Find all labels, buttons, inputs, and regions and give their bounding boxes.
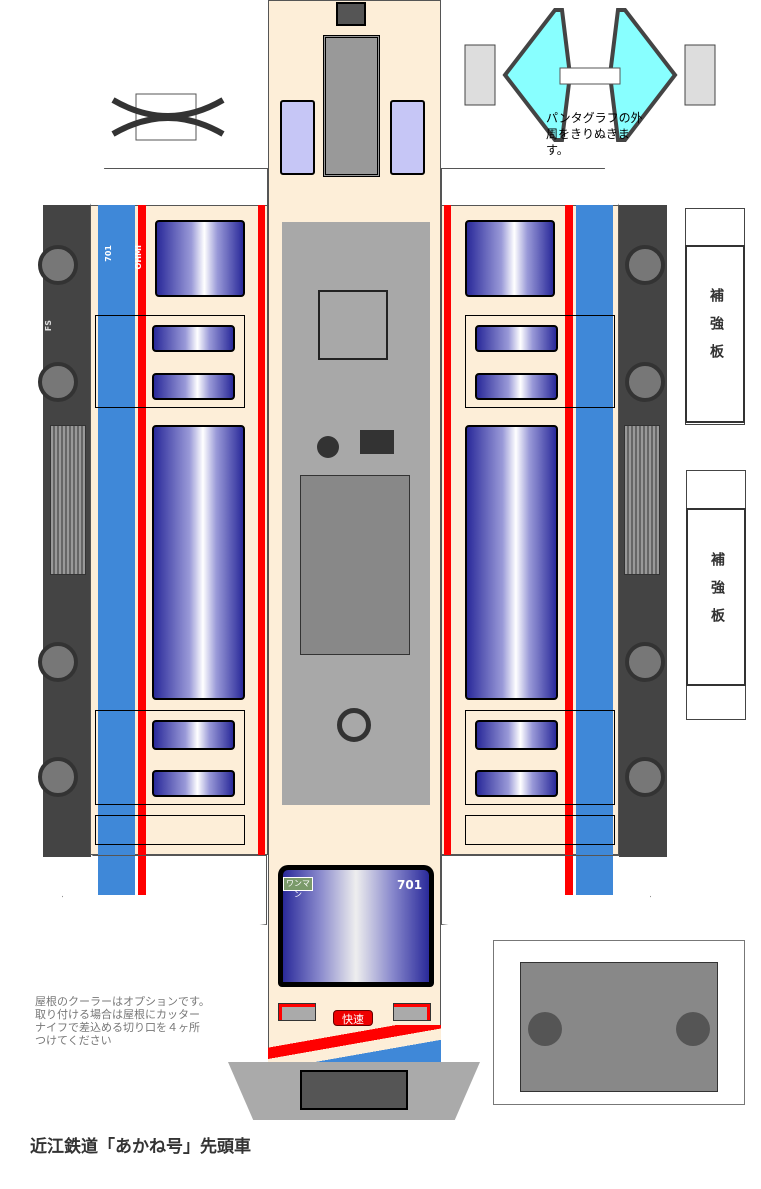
pantograph-shoe-right bbox=[684, 44, 716, 106]
headlight-left bbox=[278, 1003, 316, 1021]
bogie-label: FS bbox=[44, 320, 53, 332]
door-frame bbox=[95, 315, 245, 408]
wheel bbox=[625, 245, 665, 285]
red-stripe bbox=[565, 205, 573, 895]
coupler-top bbox=[336, 2, 366, 26]
door-window bbox=[152, 325, 235, 352]
side-window bbox=[155, 220, 245, 297]
roof-box bbox=[360, 430, 394, 454]
headlight-right bbox=[393, 1003, 431, 1021]
pantograph-base bbox=[318, 290, 388, 360]
door-window bbox=[475, 325, 558, 352]
cooler-fan bbox=[676, 1012, 710, 1046]
reinforcement-board bbox=[686, 508, 746, 686]
door-frame bbox=[465, 710, 615, 805]
car-number-side: 701 bbox=[104, 245, 113, 262]
pantograph-shoe-left bbox=[464, 44, 496, 106]
door-frame bbox=[95, 710, 245, 805]
blue-stripe bbox=[576, 205, 613, 895]
left-tab bbox=[90, 168, 268, 206]
cooler-base bbox=[300, 475, 410, 655]
right-tab bbox=[441, 168, 619, 206]
pantograph-diagram bbox=[464, 8, 716, 142]
door-window bbox=[152, 373, 235, 400]
vent-ring bbox=[337, 708, 371, 742]
red-stripe bbox=[138, 205, 146, 895]
wheel bbox=[38, 362, 78, 402]
door-window bbox=[475, 770, 558, 797]
wheel bbox=[38, 757, 78, 797]
blue-stripe bbox=[98, 205, 135, 895]
door-window bbox=[475, 373, 558, 400]
pantograph-note: パンタグラフの外周をきりぬきます。 bbox=[546, 111, 643, 157]
door-window bbox=[475, 720, 558, 750]
wheel bbox=[38, 245, 78, 285]
reinforcement-label: 補強板 bbox=[708, 288, 724, 372]
wheel bbox=[625, 642, 665, 682]
equipment-box bbox=[50, 425, 86, 575]
page-title: 近江鉄道「あかね号」先頭車 bbox=[30, 1137, 251, 1157]
roof-window-left bbox=[280, 100, 315, 175]
pantograph-bar bbox=[559, 67, 621, 85]
coupler-bottom bbox=[300, 1070, 408, 1110]
equipment-box bbox=[624, 425, 660, 575]
side-window-large bbox=[152, 425, 245, 700]
left-end-tab bbox=[62, 855, 267, 925]
door-window bbox=[152, 720, 235, 750]
door-frame bbox=[465, 315, 615, 408]
pantograph-arm-part bbox=[111, 93, 225, 141]
service-sign: 快速 bbox=[333, 1010, 373, 1026]
door-frame bbox=[465, 815, 615, 845]
wheel bbox=[38, 642, 78, 682]
door-window bbox=[152, 770, 235, 797]
instruction-line: 屋根のクーラーはオプションです。 bbox=[35, 995, 210, 1008]
roof-window-right bbox=[390, 100, 425, 175]
side-window-large bbox=[465, 425, 558, 700]
reinforcement-label: 補強板 bbox=[709, 552, 725, 636]
instructions: 屋根のクーラーはオプションです。 取り付ける場合は屋根にカッター ナイフで差込め… bbox=[35, 995, 210, 1047]
front-car-number: 701 bbox=[397, 878, 423, 892]
red-stripe bbox=[444, 205, 451, 855]
wheel bbox=[625, 757, 665, 797]
reinforcement-board bbox=[685, 245, 745, 423]
oneman-sign: ワンマン bbox=[283, 877, 313, 899]
instruction-line: つけてください bbox=[35, 1034, 112, 1047]
wheel bbox=[625, 362, 665, 402]
instruction-line: ナイフで差込める切り口を４ヶ所 bbox=[35, 1021, 200, 1034]
side-window bbox=[465, 220, 555, 297]
roof-tank bbox=[317, 436, 339, 458]
red-stripe bbox=[258, 205, 265, 855]
roof-hatch bbox=[323, 35, 380, 177]
instruction-line: 取り付ける場合は屋根にカッター bbox=[35, 1008, 200, 1021]
door-frame bbox=[95, 815, 245, 845]
company-mark: OHMI bbox=[134, 245, 143, 270]
right-end-tab bbox=[441, 855, 651, 925]
cooler-fan bbox=[528, 1012, 562, 1046]
